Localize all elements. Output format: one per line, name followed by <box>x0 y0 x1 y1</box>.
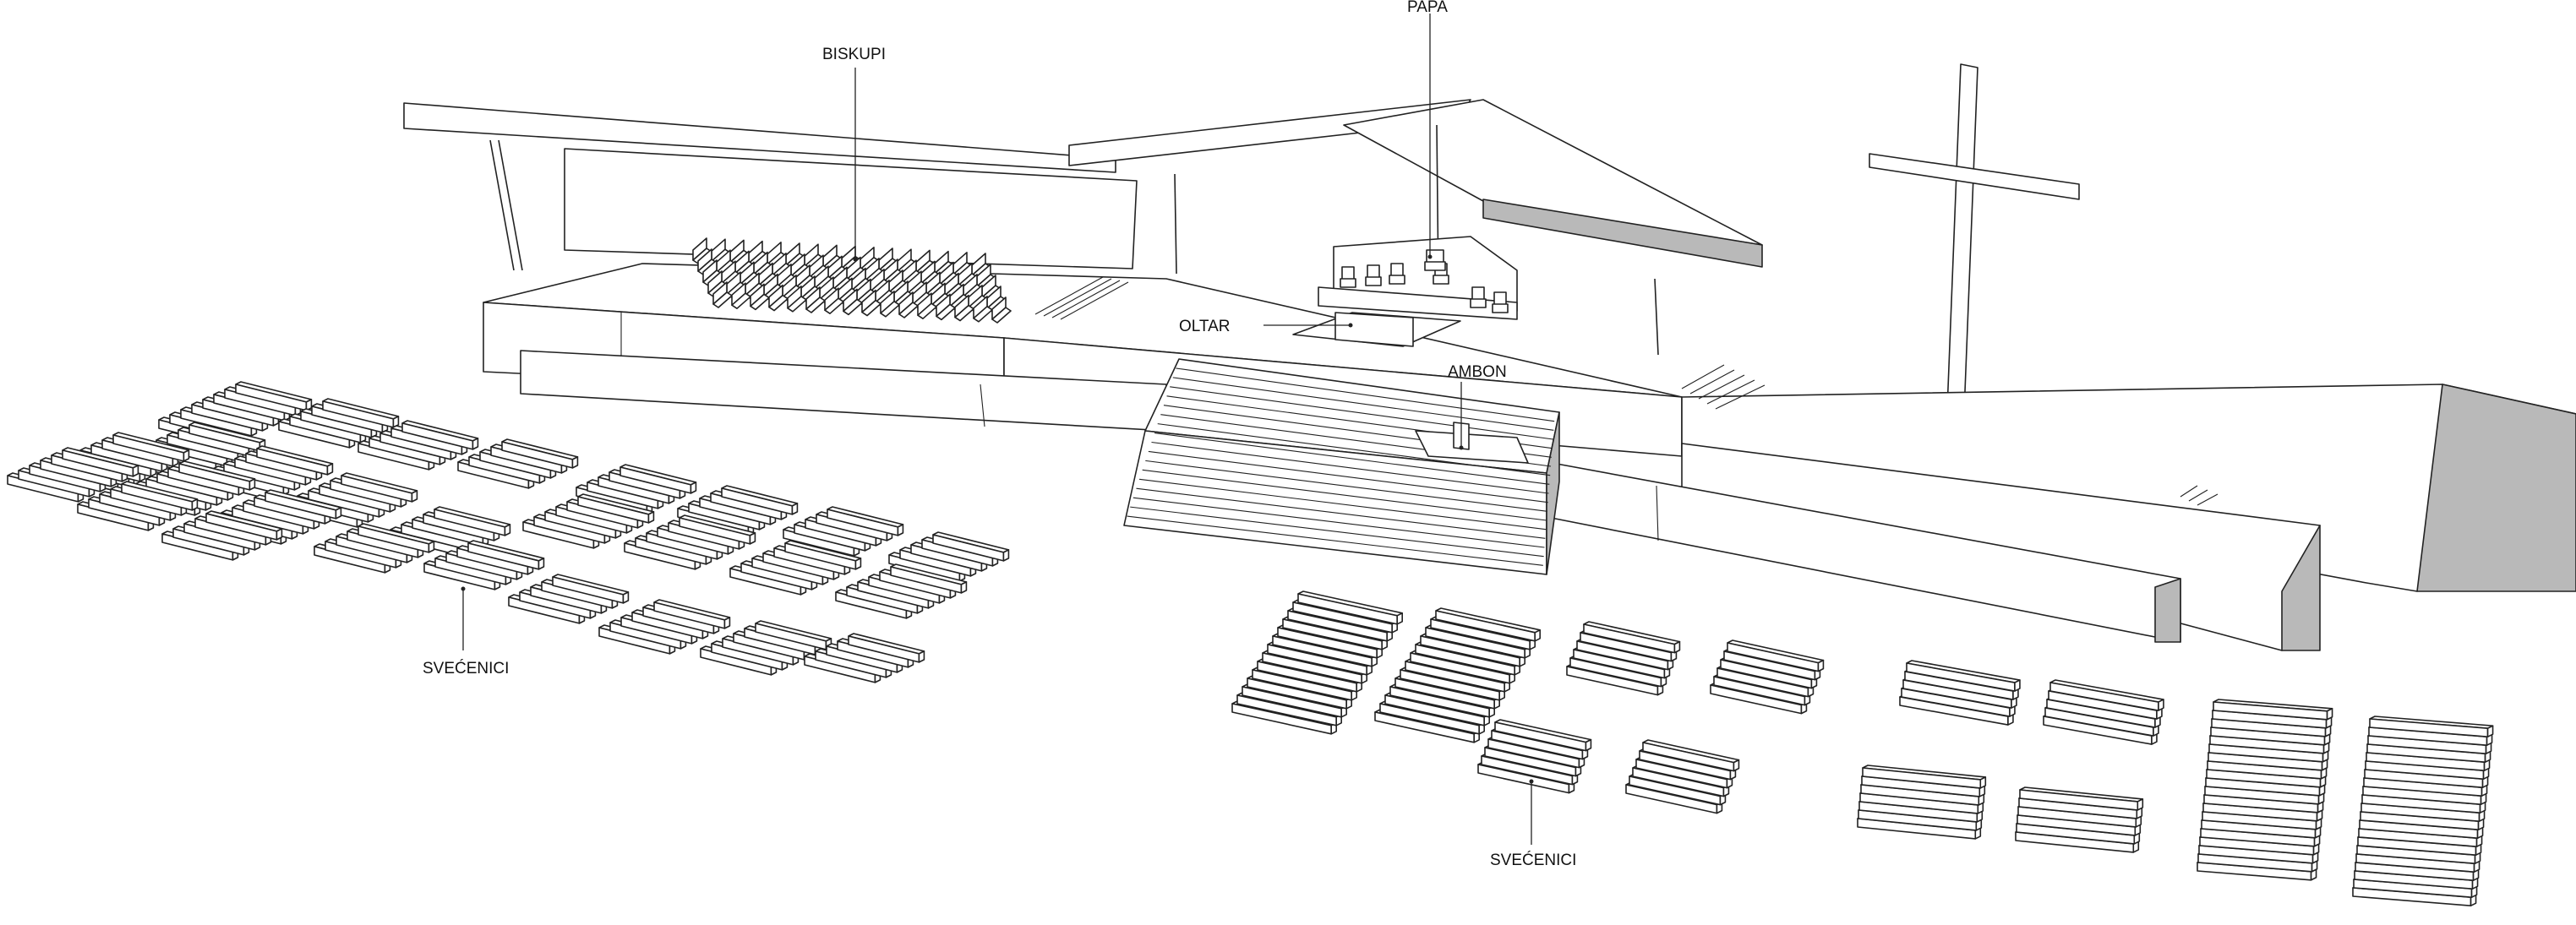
pews-center <box>1231 590 1825 814</box>
pew <box>827 506 904 536</box>
chancel-chair <box>1365 264 1382 286</box>
label-biskupi: BISKUPI <box>822 46 886 262</box>
stair-tread <box>1130 506 1544 558</box>
pews-right <box>1857 660 2494 906</box>
pew <box>932 531 1010 562</box>
bishop-chair <box>917 292 937 320</box>
label-papa: PAPA <box>1407 0 1448 259</box>
side-steps-right <box>2180 485 2219 506</box>
label-ambon: AMBON <box>1448 363 1507 450</box>
pew <box>178 460 256 491</box>
label-oltar-text: OLTAR <box>1179 318 1231 335</box>
bishop-chair <box>805 286 826 313</box>
pew <box>848 633 925 663</box>
label-svecenici-left-text: SVEĆENICI <box>423 659 509 677</box>
pew <box>501 438 579 469</box>
chancel-chair <box>1389 263 1405 285</box>
stair-tread <box>1145 460 1547 512</box>
bishop-chair <box>973 295 993 323</box>
bishop-chair <box>692 237 712 264</box>
bishop-chair <box>991 297 1012 324</box>
pew <box>721 485 799 515</box>
pew <box>1862 764 1987 789</box>
pew <box>256 445 334 476</box>
pew <box>679 514 756 545</box>
stair-tread <box>1138 478 1547 531</box>
pew <box>1583 621 1681 654</box>
bishop-chair <box>750 283 770 311</box>
stair-tread <box>1170 386 1553 440</box>
pew <box>890 563 968 594</box>
label-svecenici-left: SVEĆENICI <box>423 586 509 677</box>
pew <box>322 398 400 428</box>
pew <box>2019 786 2144 811</box>
chancel-chair <box>1470 286 1487 308</box>
bishop-chair <box>731 282 751 310</box>
pew <box>755 620 832 650</box>
pew <box>205 510 283 541</box>
pew <box>341 472 418 503</box>
pew <box>1297 590 1403 625</box>
label-oltar: OLTAR <box>1179 318 1353 335</box>
small-steps-near-biskupi <box>1034 276 1129 320</box>
label-ambon-text: AMBON <box>1448 363 1507 381</box>
chancel-chair <box>1340 266 1356 288</box>
bishop-chair <box>861 289 881 317</box>
side-steps-left <box>1681 364 1766 410</box>
pew <box>1435 607 1541 642</box>
pew <box>1642 739 1740 772</box>
stair-tread <box>1132 497 1545 548</box>
pew <box>434 506 511 536</box>
pew <box>265 489 342 520</box>
pew <box>1494 719 1592 752</box>
pew <box>357 523 435 553</box>
stair-tread <box>1157 423 1551 476</box>
papal-chair <box>1424 249 1446 271</box>
stair-tread <box>1136 487 1546 539</box>
cross <box>1869 63 2080 457</box>
pew <box>2369 716 2494 737</box>
pew <box>1906 660 2021 692</box>
stair-tread <box>1176 367 1555 422</box>
pew <box>784 540 862 570</box>
pew <box>619 464 697 494</box>
ambon-platform <box>1415 422 1529 464</box>
chancel-chair <box>1492 291 1509 313</box>
pew <box>467 540 545 570</box>
canopy-roof <box>403 99 1763 356</box>
pew <box>1727 639 1825 672</box>
altar-platform <box>1292 312 1461 347</box>
bishop-chair <box>712 281 733 308</box>
stair-tread <box>1154 433 1550 485</box>
label-svecenici-center-text: SVEĆENICI <box>1490 851 1576 869</box>
stair-tread <box>1127 515 1543 566</box>
label-papa-text: PAPA <box>1407 0 1448 16</box>
pew <box>2049 679 2164 711</box>
pew <box>401 420 479 450</box>
pew <box>653 599 731 629</box>
pew <box>62 447 139 477</box>
bishop-chair <box>936 293 956 321</box>
label-svecenici-center: SVEĆENICI <box>1490 779 1576 869</box>
stair-tread <box>1172 377 1554 431</box>
pews-left <box>7 381 1010 683</box>
pew <box>552 574 630 604</box>
stair-tread <box>1142 469 1547 521</box>
bishop-chair <box>702 259 723 286</box>
stair-tread <box>1148 450 1548 503</box>
bishops-seating <box>692 237 1012 324</box>
pew <box>121 481 199 511</box>
label-biskupi-text: BISKUPI <box>822 46 886 63</box>
papa-chancel <box>1318 236 1518 320</box>
stair-tread <box>1151 441 1549 494</box>
pew <box>577 493 655 524</box>
pew <box>2213 699 2333 721</box>
